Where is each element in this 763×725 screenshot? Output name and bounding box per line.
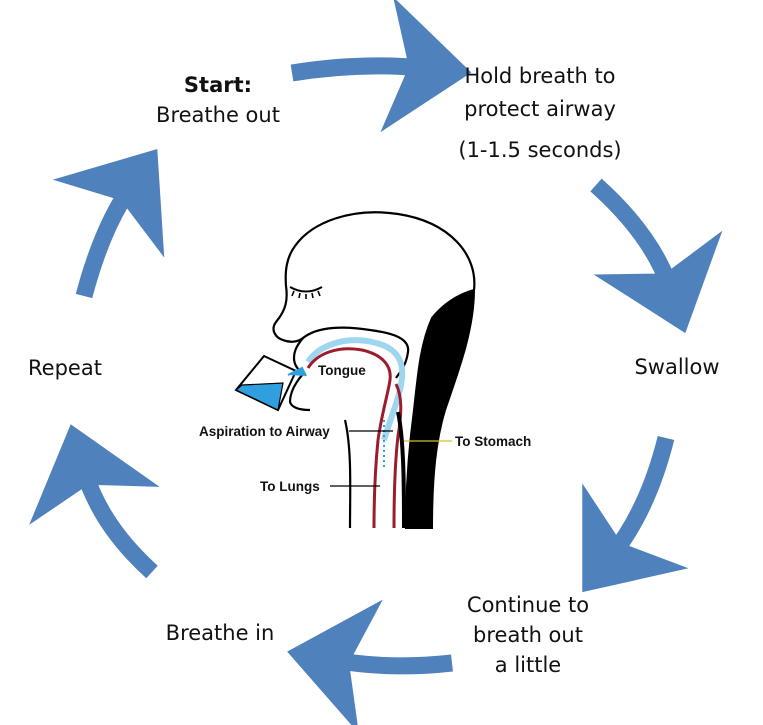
head-outline xyxy=(272,211,476,379)
step-repeat: Repeat xyxy=(20,353,110,383)
arrow-continue-to-breathein-icon xyxy=(287,599,453,725)
label-to-lungs: To Lungs xyxy=(260,479,320,494)
arrow-swallow-to-continue-icon xyxy=(582,435,689,593)
cup-icon xyxy=(234,354,307,412)
step-breathe-in-text: Breathe in xyxy=(165,621,275,645)
neck-front xyxy=(343,419,352,529)
step-continue-line1: Continue to xyxy=(466,593,590,617)
step-repeat-text: Repeat xyxy=(28,356,102,380)
step-continue: Continue to breath out a little xyxy=(448,590,608,680)
arrow-start-to-hold-icon xyxy=(290,0,472,133)
step-continue-line3: a little xyxy=(494,653,562,677)
tract-red-outer xyxy=(306,347,392,529)
step-swallow: Swallow xyxy=(622,352,732,382)
step-start: Start: Breathe out xyxy=(138,70,298,130)
step-start-text: Breathe out xyxy=(156,103,280,127)
step-continue-line2: breath out xyxy=(473,623,583,647)
step-breathe-in: Breathe in xyxy=(150,618,290,648)
arrow-hold-to-swallow-icon xyxy=(590,178,723,334)
arrow-repeat-to-start-icon xyxy=(52,148,165,299)
step-swallow-text: Swallow xyxy=(634,355,720,379)
label-aspiration: Aspiration to Airway xyxy=(199,424,330,439)
label-to-stomach: To Stomach xyxy=(455,434,531,449)
eye-icon xyxy=(289,286,323,293)
step-hold-line2: protect airway xyxy=(464,97,616,121)
step-hold-line1: Hold breath to xyxy=(464,64,616,88)
spine-shape xyxy=(404,288,476,529)
step-hold-line3: (1-1.5 seconds) xyxy=(458,138,622,162)
tract-red-inner xyxy=(392,383,403,529)
esophagus xyxy=(396,411,406,529)
label-tongue: Tongue xyxy=(318,363,366,378)
step-hold-breath: Hold breath to protect airway (1-1.5 sec… xyxy=(445,60,635,167)
step-start-heading: Start: xyxy=(183,73,253,97)
saliva-lining xyxy=(305,337,406,441)
arrow-breathein-to-repeat-icon xyxy=(29,424,160,579)
